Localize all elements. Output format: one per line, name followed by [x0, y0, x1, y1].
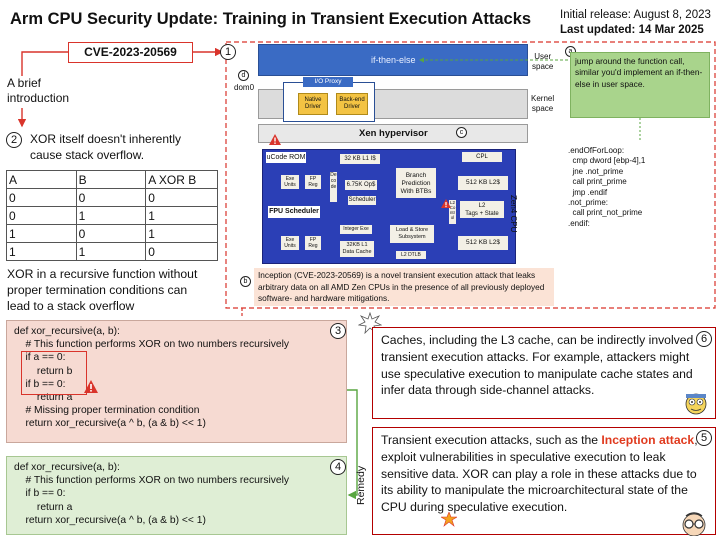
code-bad: def xor_recursive(a, b): # This function… [14, 325, 289, 431]
warning-icon [84, 380, 98, 393]
cve-label-box: CVE-2023-20569 [68, 42, 193, 63]
table-header-cell: A XOR B [145, 170, 218, 189]
marker-2: 2 [6, 132, 22, 148]
code-line: return xor_recursive(a ^ b, (a & b) << 1… [14, 418, 206, 430]
marker-5: 5 [696, 430, 712, 446]
asm-line: jne .not_prime [568, 166, 624, 176]
chip-ucode-rom: uCode ROM [266, 152, 306, 163]
code-line: if b == 0: [14, 488, 66, 500]
user-space-bar: if-then-else [258, 44, 528, 76]
spark-icon [439, 511, 459, 528]
cve-label: CVE-2023-20569 [84, 45, 177, 59]
table-cell: 0 [145, 188, 218, 207]
asm-line: .not_prime: [568, 197, 609, 207]
code-line: # Missing proper termination condition [14, 405, 200, 417]
box-6: Caches, including the L3 cache, can be i… [372, 327, 716, 419]
xor-note: XOR itself doesn't inherently cause stac… [30, 132, 182, 162]
table-cell: 0 [6, 188, 77, 207]
dom0-label: dom0 [234, 83, 255, 92]
marker-1: 1 [220, 44, 236, 60]
table-cell: 1 [6, 242, 77, 261]
xen-label: Xen hypervisor [359, 128, 428, 139]
marker-3: 3 [330, 323, 346, 339]
callout-b: Inception (CVE-2023-20569) is a novel tr… [254, 268, 554, 306]
code-good-box: def xor_recursive(a, b): # This function… [6, 456, 347, 535]
initial-release: Initial release: August 8, 2023 [560, 9, 711, 21]
table-cell: 0 [145, 242, 218, 261]
marker-c: c [456, 127, 467, 138]
chip-l2-bottom: 512 KB L2$ [458, 236, 508, 250]
chip-l2-tags: L2 Tags + State [460, 201, 504, 218]
box-5: Transient execution attacks, such as the… [372, 427, 716, 535]
chip-fp-reg-top: FP Reg [305, 175, 321, 189]
intro-text: A brief introduction [7, 76, 70, 105]
native-driver: Native Driver [298, 93, 328, 115]
assembly-code: .endOfForLoop: cmp dword [ebp-4],1 jne .… [568, 146, 645, 229]
marker-b: b [240, 276, 251, 287]
chip-exe-units-bottom: Exe Units [281, 236, 299, 250]
warning-icon-chip [441, 199, 451, 208]
table-header-cell: A [6, 170, 77, 189]
chip-scheduler: Scheduler [348, 196, 376, 205]
code-good: def xor_recursive(a, b): # This function… [14, 461, 289, 527]
code-line: if a == 0: [14, 352, 66, 364]
recursive-note: XOR in a recursive function without prop… [7, 267, 198, 313]
warning-icon-xen [269, 134, 281, 145]
io-proxy: I/O Proxy [303, 77, 353, 87]
chip-decode: Decode [330, 172, 337, 202]
page-title: Arm CPU Security Update: Training in Tra… [10, 10, 532, 28]
inception-highlight: Inception attack [601, 433, 695, 447]
code-line: return b [14, 365, 73, 377]
explosion-icon-6 [357, 311, 383, 335]
marker-6: 6 [696, 331, 712, 347]
asm-line: .endOfForLoop: [568, 146, 625, 155]
marker-d: d [238, 70, 249, 81]
code-line: return a [14, 391, 73, 403]
missing-condition-highlight [21, 351, 87, 395]
chip-l1i: 32 KB L1 I$ [340, 154, 380, 164]
kernel-space-label: Kernel space [531, 94, 555, 113]
asm-line: cmp dword [ebp-4],1 [568, 156, 646, 166]
code-line: return xor_recursive(a ^ b, (a & b) << 1… [14, 514, 206, 526]
cartoon-face-icon [683, 392, 709, 416]
chip-fpu-scheduler: FPU Scheduler [268, 206, 320, 218]
chip-l2-control: L2 Control [449, 200, 456, 224]
code-line: if b == 0: [14, 378, 66, 390]
chip-load-store: Load & Store Subsystem [390, 225, 434, 243]
asm-line: .endif: [568, 218, 590, 228]
if-then-else-label: if-then-else [371, 55, 416, 65]
last-updated: Last updated: 14 Mar 2025 [560, 24, 704, 36]
code-line: def xor_recursive(a, b): [14, 326, 120, 337]
glasses-face-icon [676, 510, 712, 537]
asm-line: call print_prime [568, 177, 627, 187]
chip-integer-exe: Integer Exe [340, 225, 372, 234]
chip-branch-prediction: Branch Prediction With BTBs [396, 168, 436, 198]
asm-line: jmp .endif [568, 187, 608, 197]
code-line: return a [14, 501, 73, 513]
user-space-label: User space [532, 52, 554, 71]
chip-l1d: 32KB L1 Data Cache [340, 241, 374, 257]
callout-a: jump around the function call, similar y… [570, 52, 710, 118]
backend-driver: Back-end Driver [336, 93, 368, 115]
chip-l2-top: 512 KB L2$ [458, 176, 508, 190]
asm-line: call print_not_prime [568, 208, 643, 218]
chip-fp-reg-bottom: FP Reg [305, 236, 321, 250]
chip-cpl: CPL [462, 152, 502, 162]
chip-l2-dtlb: L2 DTLB [396, 251, 426, 259]
code-line: # This function performs XOR on two numb… [14, 339, 290, 351]
marker-4: 4 [330, 459, 346, 475]
code-bad-box: def xor_recursive(a, b): # This function… [6, 320, 347, 443]
chip-exe-units-top: Exe Units [281, 175, 299, 189]
code-line: def xor_recursive(a, b): [14, 462, 120, 473]
chip-op-cache: 6.75K Op$ [345, 180, 377, 190]
code-line: # This function performs XOR on two numb… [14, 475, 290, 487]
